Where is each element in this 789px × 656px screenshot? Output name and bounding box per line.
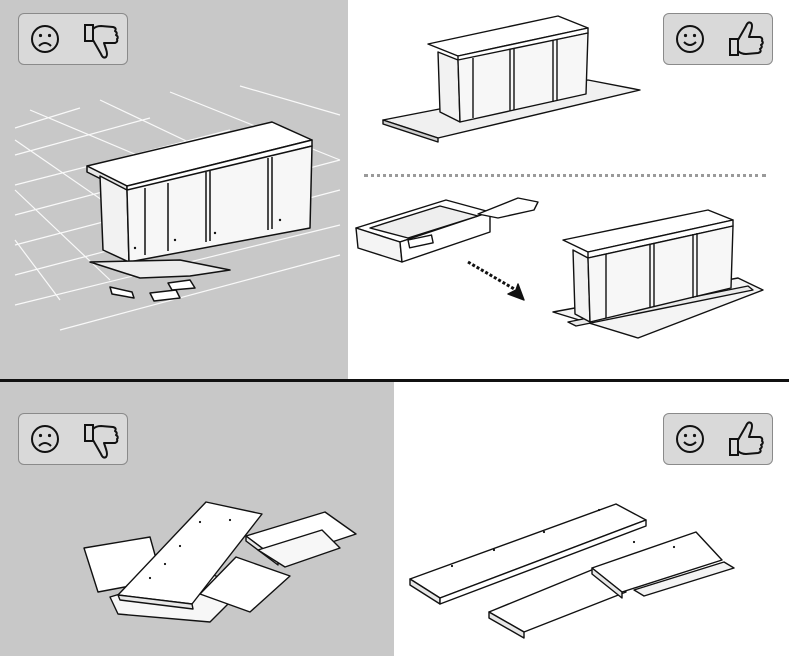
happy-face-icon [674,423,706,455]
panel-top-left [0,0,348,379]
panel-top-right [348,0,789,379]
sad-face-icon [29,423,61,455]
cabinet-on-mat-illustration [355,15,764,339]
thumbs-up-icon [726,18,766,62]
cabinet-on-floor-illustration [14,85,341,331]
correct-badge [663,413,773,465]
thumbs-down-icon [81,418,121,462]
thumbs-up-icon [726,418,766,462]
panel-bottom-right [394,382,789,656]
incorrect-badge [18,413,128,465]
correct-badge [663,13,773,65]
divider-dotted [364,174,766,177]
sad-face-icon [29,23,61,55]
panel-bottom-left [0,382,394,656]
stacked-panels-illustration [409,503,735,639]
incorrect-badge [18,13,128,65]
thumbs-down-icon [81,18,121,62]
happy-face-icon [674,23,706,55]
scattered-panels-illustration [83,501,357,623]
section-divider [0,379,789,382]
